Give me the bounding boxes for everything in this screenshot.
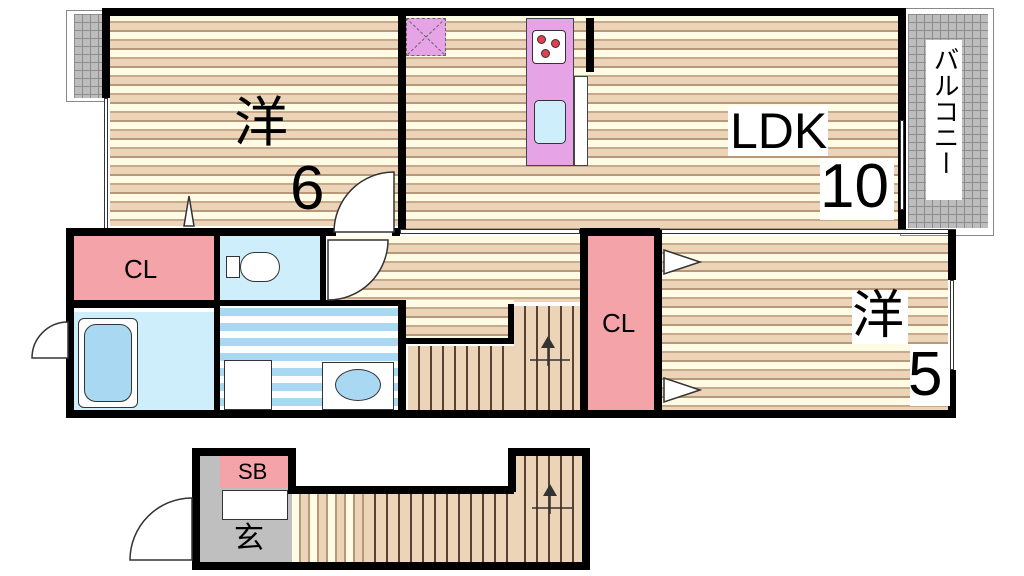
washbasin-icon [322,362,394,410]
western-room-5-size: 5 [908,340,943,409]
wall [580,230,588,416]
western-room-6-kanji: 洋 [234,93,288,153]
stairs-arrow [530,336,570,366]
balcony-label: バルコニー [930,46,960,176]
wall-thin [900,120,904,210]
wall [948,370,956,416]
wall [66,410,956,418]
hallway-lower [404,300,514,342]
door-swing-icon [663,376,702,404]
lower-stairs-upper [514,456,584,564]
wall-window [660,229,956,234]
western-room-5-size-bg [910,344,950,406]
door-swing-icon [333,171,395,233]
wall [948,230,956,280]
shoe-box [220,456,288,488]
entrance-step [222,490,288,520]
wall-thin [950,280,954,370]
closet-2 [588,236,654,412]
stairs-icon [408,346,514,412]
kitchen-counter-side [574,76,588,166]
closet-1-label: CL [124,254,158,284]
kitchen-partition [586,18,594,72]
ldk-label-bg [728,106,828,156]
door-swing-icon [31,321,69,359]
stairs-arrow [532,484,572,514]
wall [392,228,400,236]
ldk-size-bg [820,158,894,220]
wall [102,8,110,98]
wall [582,448,590,568]
shoe-box-label: SB [238,459,268,484]
wall [288,448,296,492]
western-room-5-kanji: 洋 [852,287,905,345]
western-room-5-kanji-bg [852,290,908,344]
wall [508,448,516,492]
door-swing-icon [183,195,195,227]
washing-machine [224,360,272,410]
closet-1 [72,236,214,300]
wall [320,236,326,302]
closet-2-label: CL [602,308,636,338]
wall-thin [104,98,108,230]
wall [192,448,200,568]
wall [70,300,220,308]
wall [508,448,590,456]
toilet-icon [226,252,282,282]
wall [66,228,74,418]
wall [66,228,336,236]
left-balcony [74,14,104,98]
ldk-size: 10 [820,152,889,221]
wall-window [400,229,580,234]
wall [288,486,514,494]
wall [214,236,220,412]
wall [508,304,514,344]
door-swing-icon [663,248,702,276]
wall [398,300,406,412]
storage-hatch-x [406,18,446,56]
wall [192,562,590,570]
wall [398,8,406,232]
door-swing-icon [327,239,389,301]
lower-hallway [292,492,364,564]
balcony-label-box [926,40,962,200]
western-room-6-size: 6 [290,154,325,223]
wall [102,8,906,16]
wall [898,8,906,230]
wall [192,448,294,456]
door-swing-icon [129,497,193,561]
wall [404,338,514,344]
bathtub-icon [78,318,138,408]
stove-icon [532,30,566,64]
sink-icon [534,100,566,144]
ldk-label: LDK [730,103,828,159]
lower-stairs [364,492,514,564]
entrance-label: 玄 [234,522,264,555]
wall [218,300,404,306]
wall [654,230,662,416]
wall [580,228,660,236]
